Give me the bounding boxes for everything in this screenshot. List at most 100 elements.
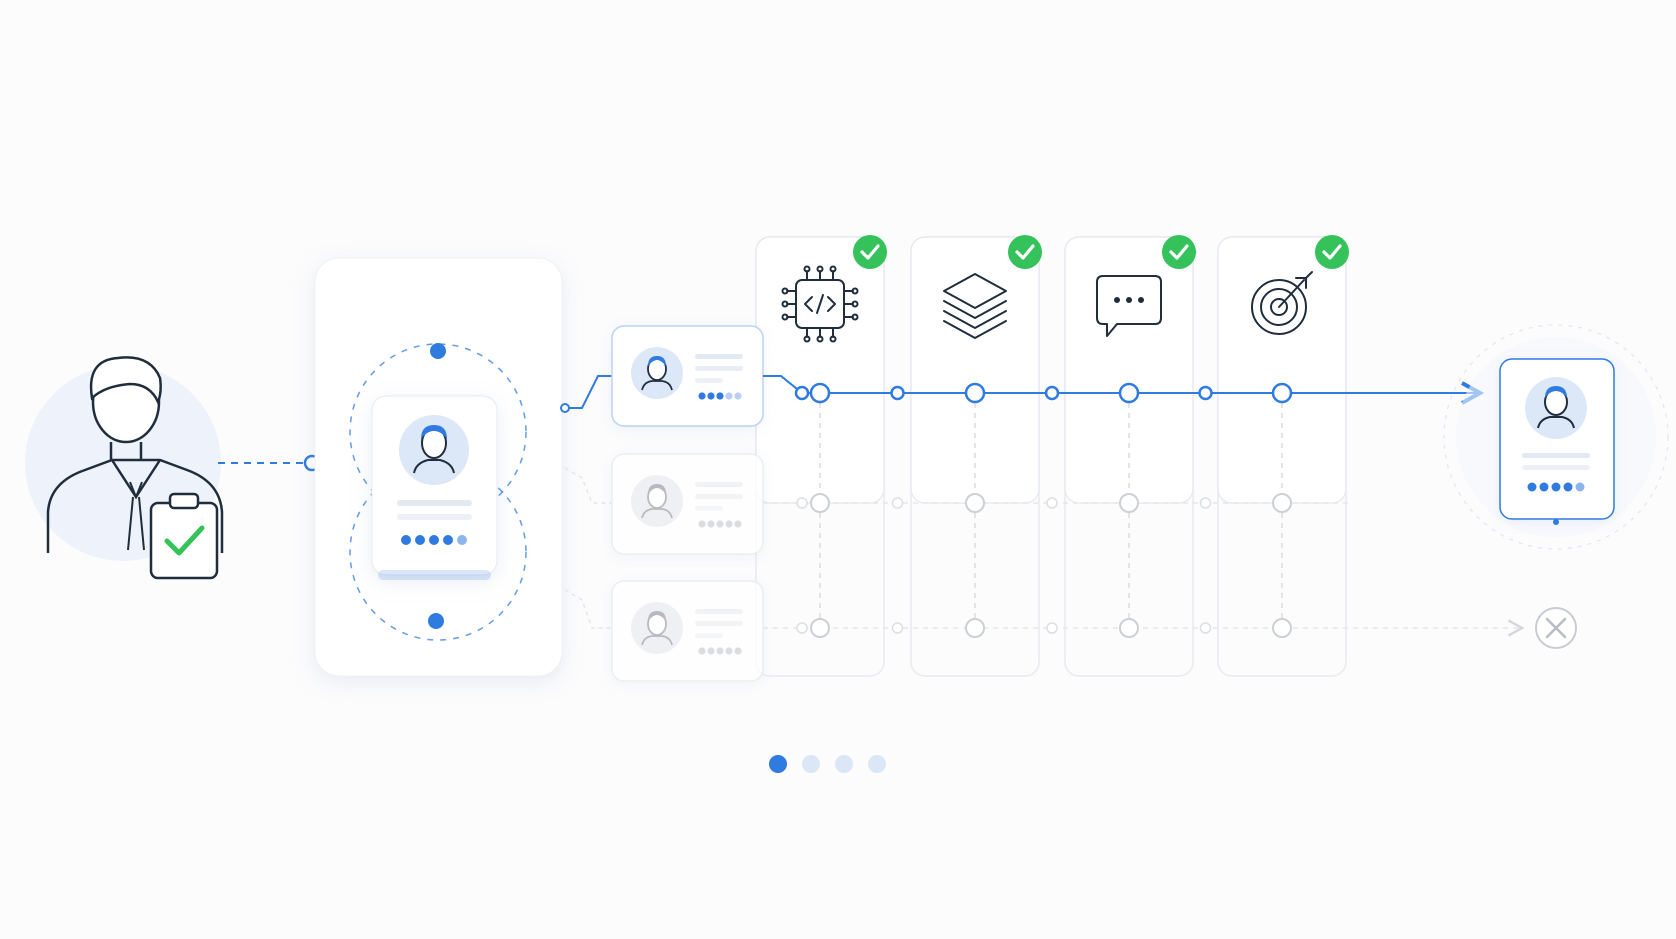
- check-badge-icon: [1008, 235, 1042, 269]
- rating-dot: [698, 520, 706, 528]
- orbit-node-top: [430, 343, 446, 359]
- stages-group: [755, 235, 1349, 677]
- chat-bubble-icon: [1096, 275, 1162, 337]
- branch-connector-active: [565, 375, 612, 409]
- stage-column[interactable]: [910, 235, 1042, 677]
- connector-node: [560, 403, 570, 413]
- rating-dot: [707, 520, 715, 528]
- stage-node-active[interactable]: [1271, 382, 1293, 404]
- rating-dot: [429, 535, 439, 545]
- track-node: [1046, 622, 1058, 634]
- candidate-card[interactable]: [611, 325, 764, 427]
- track-node: [1044, 385, 1060, 401]
- pagination: [769, 755, 886, 773]
- pagination-dot[interactable]: [835, 755, 853, 773]
- rating-dot: [734, 392, 742, 400]
- result-rating: [1527, 482, 1585, 492]
- rating-dot: [1563, 482, 1573, 492]
- stage-node[interactable]: [1272, 618, 1292, 638]
- rating-dot: [707, 647, 715, 655]
- avatar-icon: [1525, 377, 1587, 439]
- stage-node[interactable]: [810, 618, 830, 638]
- stage-node[interactable]: [965, 618, 985, 638]
- placeholder-line: [695, 482, 743, 487]
- rating-dot: [1527, 482, 1537, 492]
- track-node: [794, 385, 810, 401]
- rating-dot: [1575, 482, 1585, 492]
- target-icon: [1251, 271, 1313, 335]
- track-node: [796, 622, 808, 634]
- check-icon: [164, 525, 205, 556]
- stage-node-active[interactable]: [809, 382, 831, 404]
- candidates-group: [611, 325, 764, 682]
- rating-dot: [698, 647, 706, 655]
- avatar-icon: [631, 347, 683, 399]
- stage-column[interactable]: [755, 235, 887, 677]
- rating: [698, 647, 742, 655]
- avatar-icon: [399, 415, 469, 485]
- rating-dot: [734, 520, 742, 528]
- track-node: [891, 497, 904, 509]
- rating-dot: [443, 535, 453, 545]
- rating-dot: [457, 535, 467, 545]
- placeholder-line: [1522, 453, 1590, 458]
- check-badge-icon: [1162, 235, 1196, 269]
- chip-code-icon: [781, 265, 859, 343]
- track-node: [796, 497, 808, 509]
- stage-column[interactable]: [1217, 235, 1349, 677]
- placeholder-line: [397, 514, 472, 520]
- rating: [698, 392, 742, 400]
- pagination-dot[interactable]: [802, 755, 820, 773]
- close-icon[interactable]: [1535, 607, 1577, 649]
- main-rating: [401, 535, 467, 545]
- stage-column[interactable]: [1064, 235, 1196, 677]
- placeholder-line: [695, 354, 743, 359]
- candidate-card[interactable]: [611, 453, 764, 555]
- track-node: [1199, 622, 1212, 634]
- check-badge-icon: [853, 235, 887, 269]
- rating-dot: [698, 392, 706, 400]
- orbit-node-bottom: [428, 613, 444, 629]
- rating-dot: [1551, 482, 1561, 492]
- result-area: [1443, 324, 1669, 649]
- pagination-dot[interactable]: [769, 755, 787, 773]
- rating-dot: [716, 392, 724, 400]
- rating-dot: [725, 392, 733, 400]
- rating-dot: [415, 535, 425, 545]
- placeholder-line: [695, 633, 723, 638]
- matching-panel: [314, 257, 563, 677]
- stage-node[interactable]: [1119, 618, 1139, 638]
- placeholder-line: [695, 366, 743, 371]
- stage-node[interactable]: [1272, 493, 1292, 513]
- rating-dot: [725, 647, 733, 655]
- track-node: [1046, 497, 1058, 509]
- pagination-dot[interactable]: [868, 755, 886, 773]
- stage-node-active[interactable]: [1118, 382, 1140, 404]
- rating-dot: [401, 535, 411, 545]
- candidate-card[interactable]: [611, 580, 764, 682]
- placeholder-line: [695, 621, 743, 626]
- placeholder-line: [695, 609, 743, 614]
- track-node: [1198, 385, 1213, 401]
- track-nodes: [794, 382, 1293, 638]
- layers-icon: [943, 273, 1007, 339]
- branch-connector: [564, 467, 612, 504]
- placeholder-line: [695, 506, 723, 511]
- placeholder-line: [695, 378, 723, 383]
- rating-dot: [716, 520, 724, 528]
- recruiter-with-clipboard-icon: [25, 356, 224, 580]
- track-node: [1199, 497, 1212, 509]
- placeholder-line: [1522, 465, 1590, 470]
- placeholder-line: [397, 500, 472, 506]
- track-node: [891, 622, 904, 634]
- active-track: [763, 375, 1480, 393]
- rating-dot: [716, 647, 724, 655]
- stage-node[interactable]: [810, 493, 830, 513]
- stage-node[interactable]: [965, 493, 985, 513]
- stage-node-active[interactable]: [964, 382, 986, 404]
- stage-node[interactable]: [1119, 493, 1139, 513]
- avatar-icon: [631, 475, 683, 527]
- clipboard-icon: [149, 492, 219, 580]
- branch-connector: [564, 589, 612, 629]
- rating-dot: [1539, 482, 1549, 492]
